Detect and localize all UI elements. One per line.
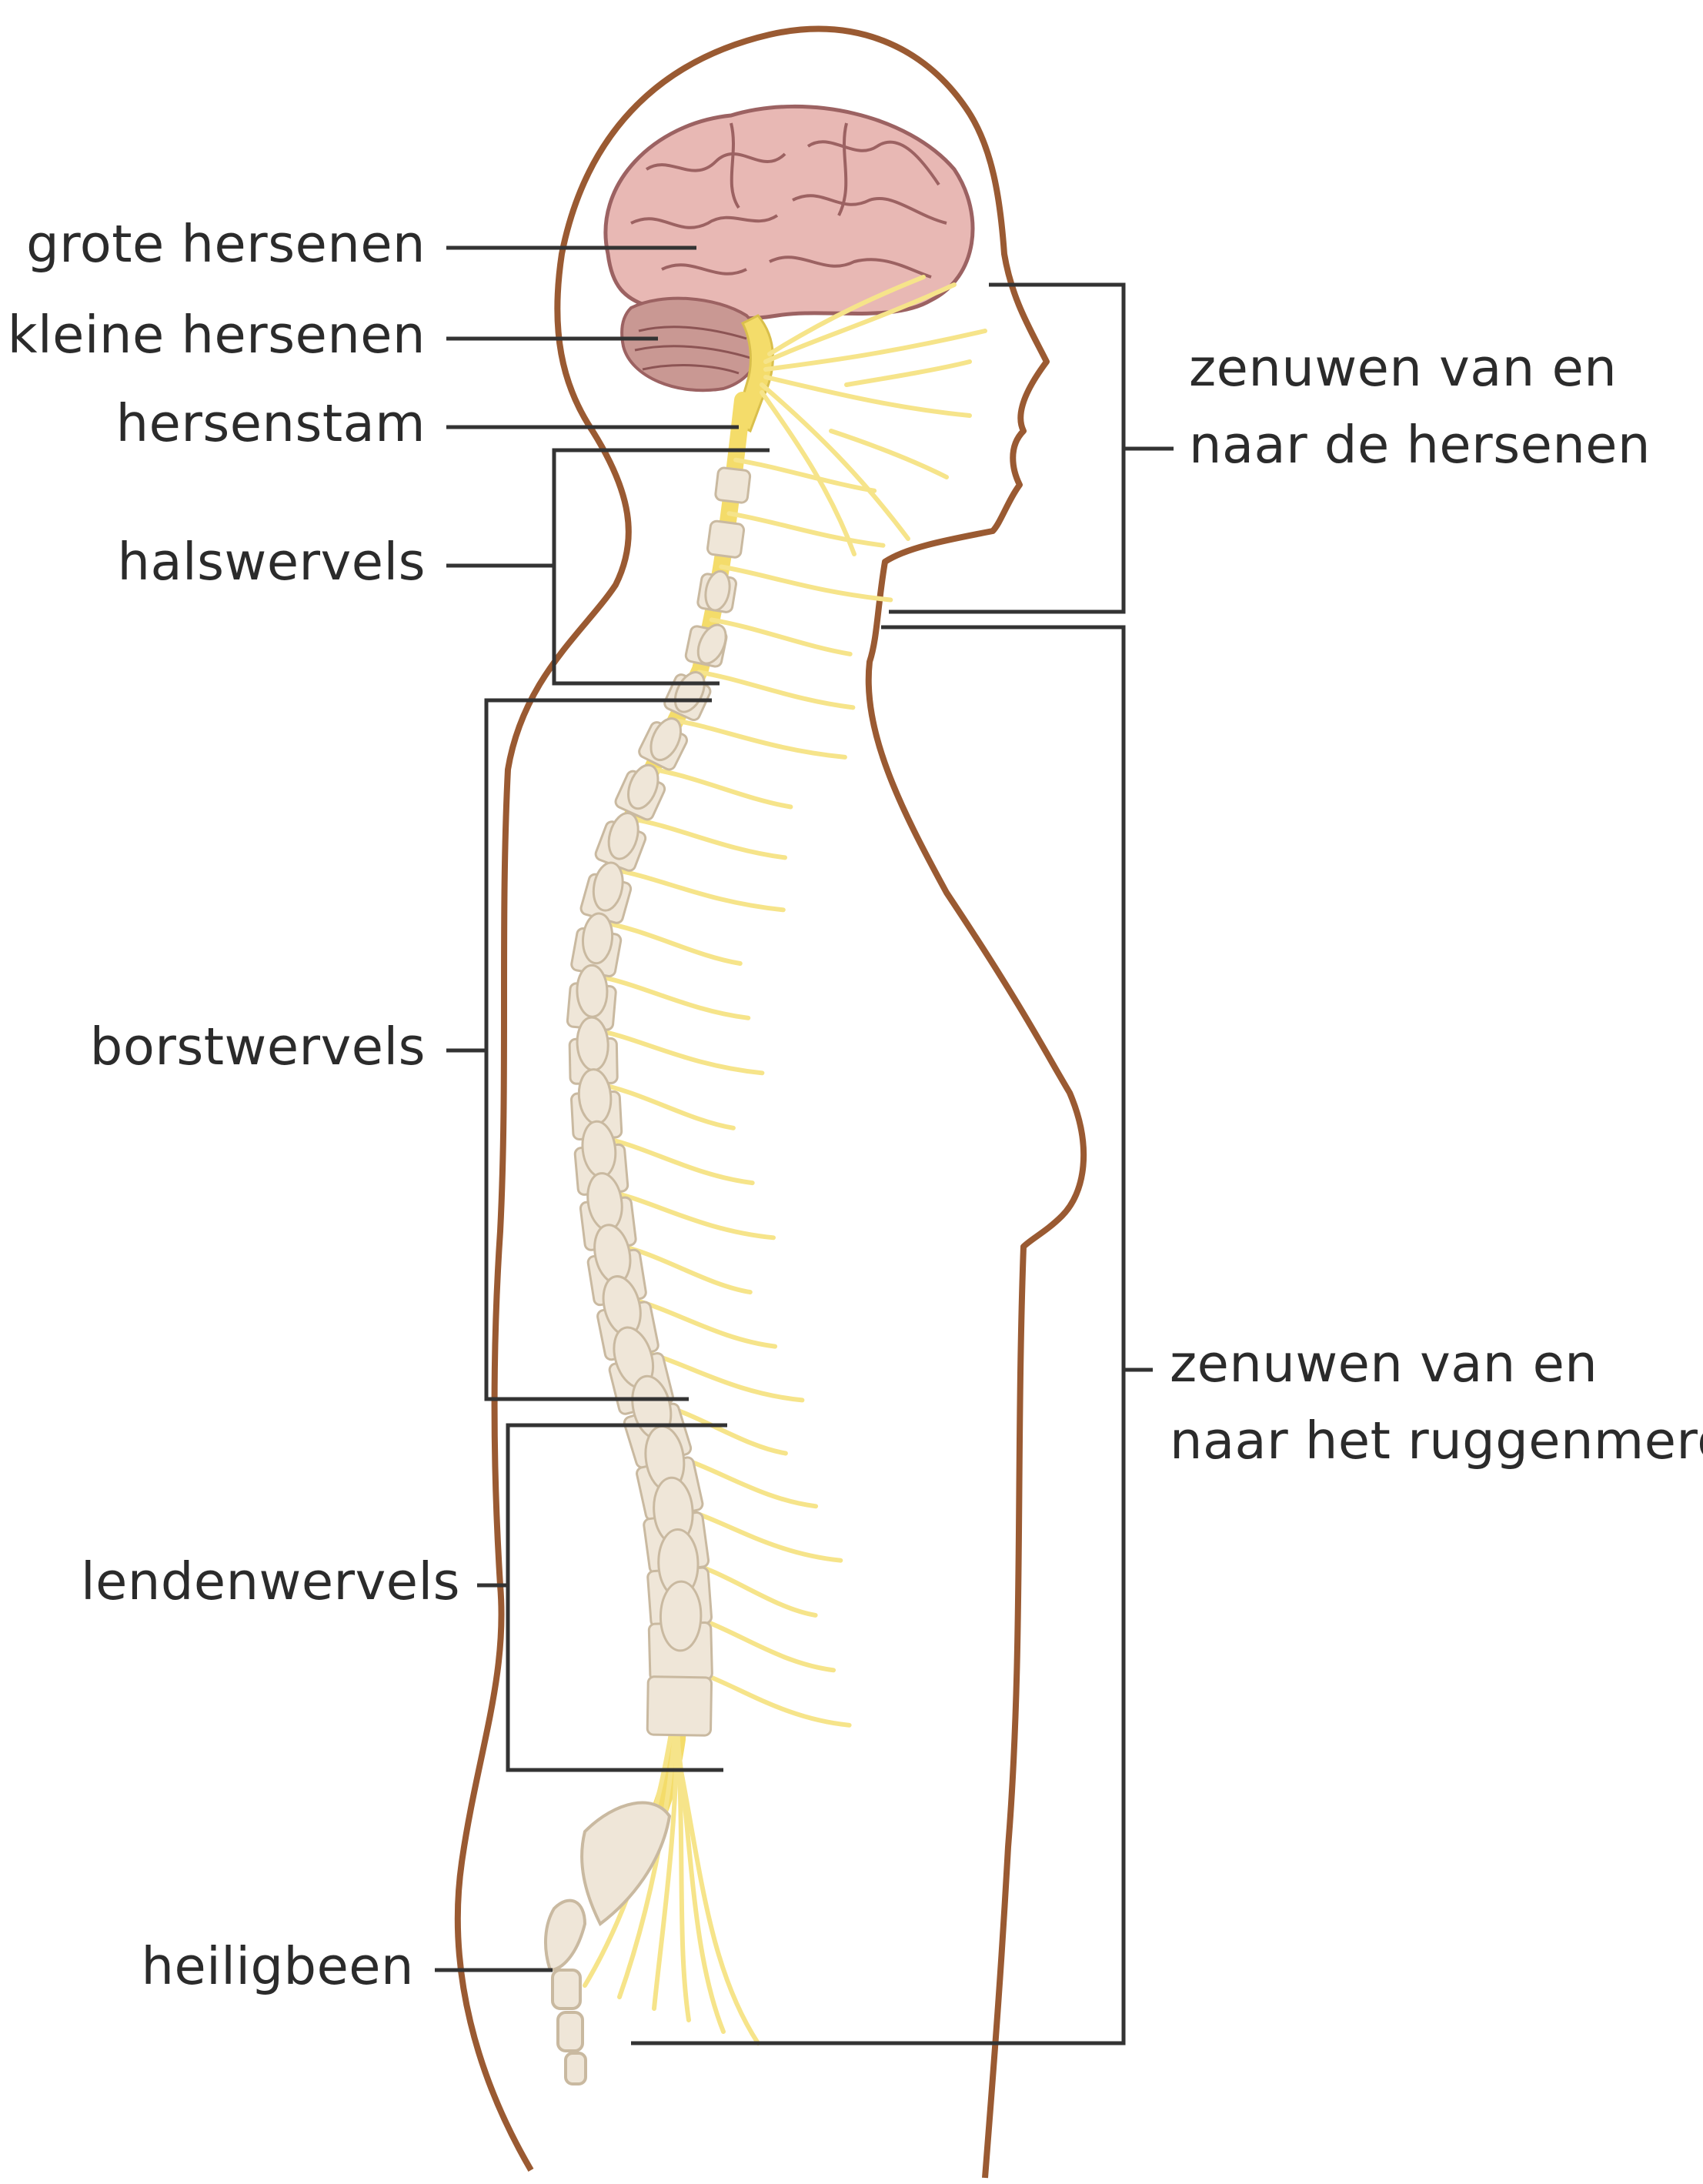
vertebra-process: [660, 1581, 702, 1651]
spinal-nerve: [631, 819, 785, 858]
brain-cerebellum: [622, 299, 760, 391]
label-zenuwen-ruggenmerg: zenuwen van en naar het ruggenmerg: [1170, 1325, 1703, 1479]
spinal-nerve: [652, 770, 790, 807]
label-lendenwervels: lendenwervels: [81, 1556, 460, 1608]
vertebra-body: [715, 467, 750, 503]
label-zenuwen-ruggenmerg-line2: naar het ruggenmerg: [1170, 1402, 1703, 1479]
label-heiligbeen: heiligbeen: [142, 1941, 415, 1992]
label-zenuwen-hersenen-line1: zenuwen van en: [1189, 329, 1651, 406]
spinal-nerve: [614, 870, 783, 910]
vertebra-body: [707, 520, 745, 558]
spinal-nerve: [602, 923, 740, 964]
vertebra-process: [576, 965, 607, 1017]
spinal-nerve: [721, 567, 890, 600]
cauda-nerve: [677, 1751, 758, 2043]
label-zenuwen-hersenen-line2: naar de hersenen: [1189, 406, 1651, 483]
label-halswervels: halswervels: [118, 536, 426, 588]
leader-lines: [435, 248, 1174, 2043]
spinal-nerve: [699, 672, 853, 707]
cranial-nerves: [762, 277, 985, 554]
label-zenuwen-hersenen: zenuwen van en naar de hersenen: [1189, 329, 1651, 483]
bracket-zenuwen-hersenen: [889, 285, 1124, 612]
label-zenuwen-ruggenmerg-line1: zenuwen van en: [1170, 1325, 1703, 1402]
spinal-nerve: [712, 619, 850, 654]
vertebra-body: [647, 1677, 711, 1736]
label-hersenstam: hersenstam: [116, 398, 426, 449]
label-borstwervels: borstwervels: [90, 1021, 426, 1073]
label-grote-hersenen: grote hersenen: [26, 219, 426, 270]
spinal-nerve: [730, 513, 883, 546]
spinal-nerve: [594, 976, 748, 1018]
spinal-nerve: [676, 720, 845, 757]
label-kleine-hersenen: kleine hersenen: [8, 309, 426, 361]
